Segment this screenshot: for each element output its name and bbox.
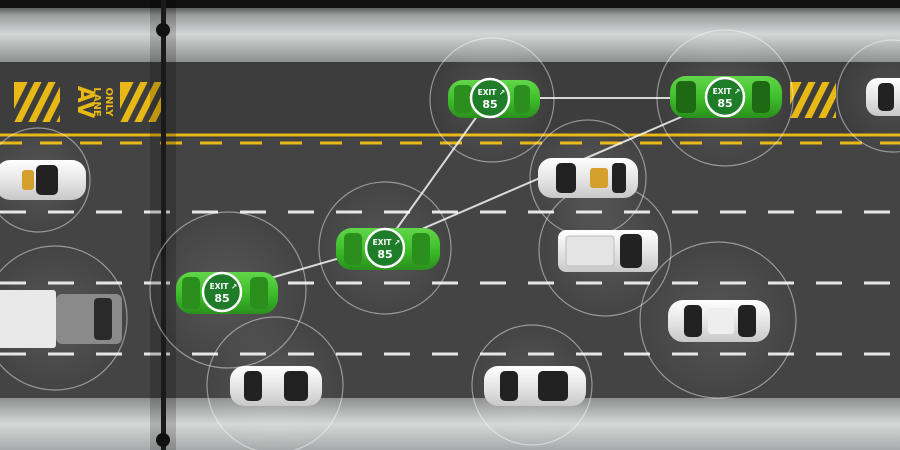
exit-arrow: ↗ [394, 238, 400, 247]
av-text: AV [72, 86, 97, 119]
av-lane-only-text: AV LANE ONLY [72, 86, 114, 119]
v2v-link [384, 97, 491, 246]
exit-badge: EXIT ↗ 85 [704, 76, 746, 118]
lane-text: LANE [91, 87, 102, 116]
exit-badge: EXIT ↗ 85 [201, 271, 243, 313]
overhead-gantry [150, 0, 176, 450]
exit-number: 85 [214, 292, 229, 305]
exit-label: EXIT [713, 87, 733, 96]
exit-badge: EXIT ↗ 85 [364, 227, 406, 269]
box-truck [0, 290, 122, 348]
exit-badge: EXIT ↗ 85 [469, 77, 511, 119]
av-lane-hazard-left [0, 74, 185, 130]
exit-label: EXIT [373, 238, 393, 247]
white-car [230, 366, 322, 406]
only-text: ONLY [103, 88, 114, 118]
exit-number: 85 [717, 97, 732, 110]
exit-arrow: ↗ [734, 87, 740, 96]
exit-label: EXIT [210, 282, 230, 291]
white-car [866, 78, 900, 116]
exit-label: EXIT [478, 88, 498, 97]
pickup-truck [558, 230, 658, 272]
exit-arrow: ↗ [231, 282, 237, 291]
white-car [0, 160, 86, 200]
white-car [538, 158, 638, 198]
white-car [484, 366, 586, 406]
top-edge [0, 0, 900, 8]
exit-number: 85 [377, 248, 392, 261]
exit-arrow: ↗ [499, 88, 505, 97]
bottom-shoulder [0, 398, 900, 450]
white-car [668, 300, 770, 342]
exit-number: 85 [482, 98, 497, 111]
